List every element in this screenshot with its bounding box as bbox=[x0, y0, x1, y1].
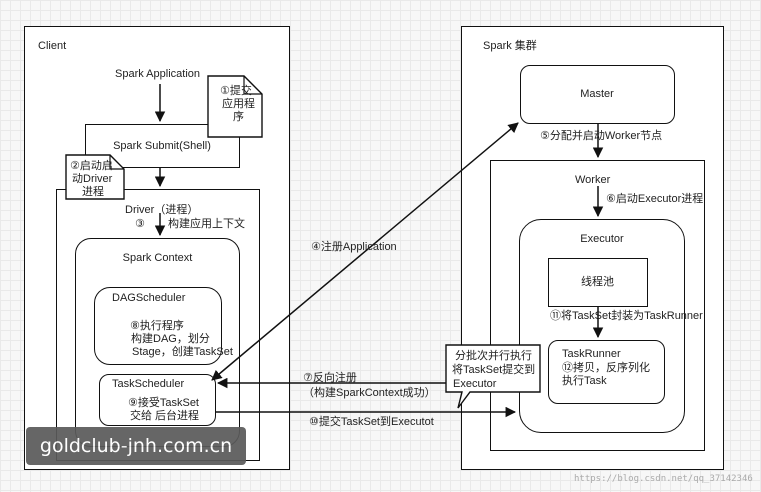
dag-line-2: 构建DAG，划分 bbox=[131, 333, 210, 345]
task-line-1: ⑨接受TaskSet bbox=[128, 397, 199, 409]
note1-line-1: ①提交 bbox=[220, 85, 252, 97]
step5-text: ⑤分配并启动Worker节点 bbox=[540, 130, 663, 142]
driver-label: Driver（进程） bbox=[125, 204, 199, 216]
note2-line-3: 进程 bbox=[82, 186, 104, 198]
label-register-application: ④注册Application bbox=[311, 241, 397, 253]
master-box: Master bbox=[520, 65, 675, 124]
step6-text: ⑥启动Executor进程 bbox=[606, 193, 704, 205]
thread-pool-label: 线程池 bbox=[581, 276, 614, 288]
label-reverse-register: ⑦反向注册 bbox=[303, 372, 357, 384]
dag-scheduler-box bbox=[94, 287, 222, 365]
thread-pool-box: 线程池 bbox=[548, 258, 648, 307]
dag-line-3: Stage，创建TaskSet bbox=[132, 346, 233, 358]
step3-text: 构建应用上下文 bbox=[168, 218, 245, 230]
label-reverse-register-note: （构建SparkContext成功） bbox=[303, 387, 436, 399]
step3-num: ③ bbox=[135, 218, 145, 230]
note1-line-2: 应用程 bbox=[222, 98, 255, 110]
task-scheduler-title: TaskScheduler bbox=[112, 378, 185, 390]
note2-line-1: ②启动启 bbox=[70, 160, 113, 172]
executor-label: Executor bbox=[580, 233, 624, 245]
callout-line-3: Executor bbox=[453, 378, 497, 390]
spark-submit-label: Spark Submit(Shell) bbox=[113, 140, 211, 152]
runner-line-2: 执行Task bbox=[562, 375, 607, 387]
worker-label: Worker bbox=[575, 174, 611, 186]
label-submit-taskset: ⑩提交TaskSet到Executot bbox=[309, 416, 434, 428]
cluster-title: Spark 集群 bbox=[483, 40, 537, 52]
dag-scheduler-title: DAGScheduler bbox=[112, 292, 186, 304]
spark-context-label: Spark Context bbox=[122, 252, 193, 264]
task-scheduler-box bbox=[99, 374, 216, 426]
csdn-watermark: https://blog.csdn.net/qq_37142346 bbox=[574, 474, 753, 484]
callout-line-1: 分批次并行执行 bbox=[455, 350, 532, 362]
master-label: Master bbox=[580, 88, 614, 100]
task-runner-title: TaskRunner bbox=[562, 348, 621, 360]
site-watermark: goldclub-jnh.com.cn bbox=[26, 427, 246, 465]
note1-line-3: 序 bbox=[233, 111, 244, 123]
callout-line-2: 将TaskSet提交到 bbox=[452, 364, 536, 376]
runner-line-1: ⑫拷贝，反序列化 bbox=[562, 362, 650, 374]
task-runner-box bbox=[548, 340, 665, 404]
dag-line-1: ⑧执行程序 bbox=[130, 320, 184, 332]
spark-application-label: Spark Application bbox=[115, 68, 200, 80]
task-line-2: 交给 后台进程 bbox=[130, 410, 200, 422]
note2-line-2: 动Driver bbox=[72, 173, 113, 185]
client-title: Client bbox=[38, 40, 67, 52]
step11-text: ⑪将TaskSet封装为TaskRunner bbox=[550, 310, 703, 322]
